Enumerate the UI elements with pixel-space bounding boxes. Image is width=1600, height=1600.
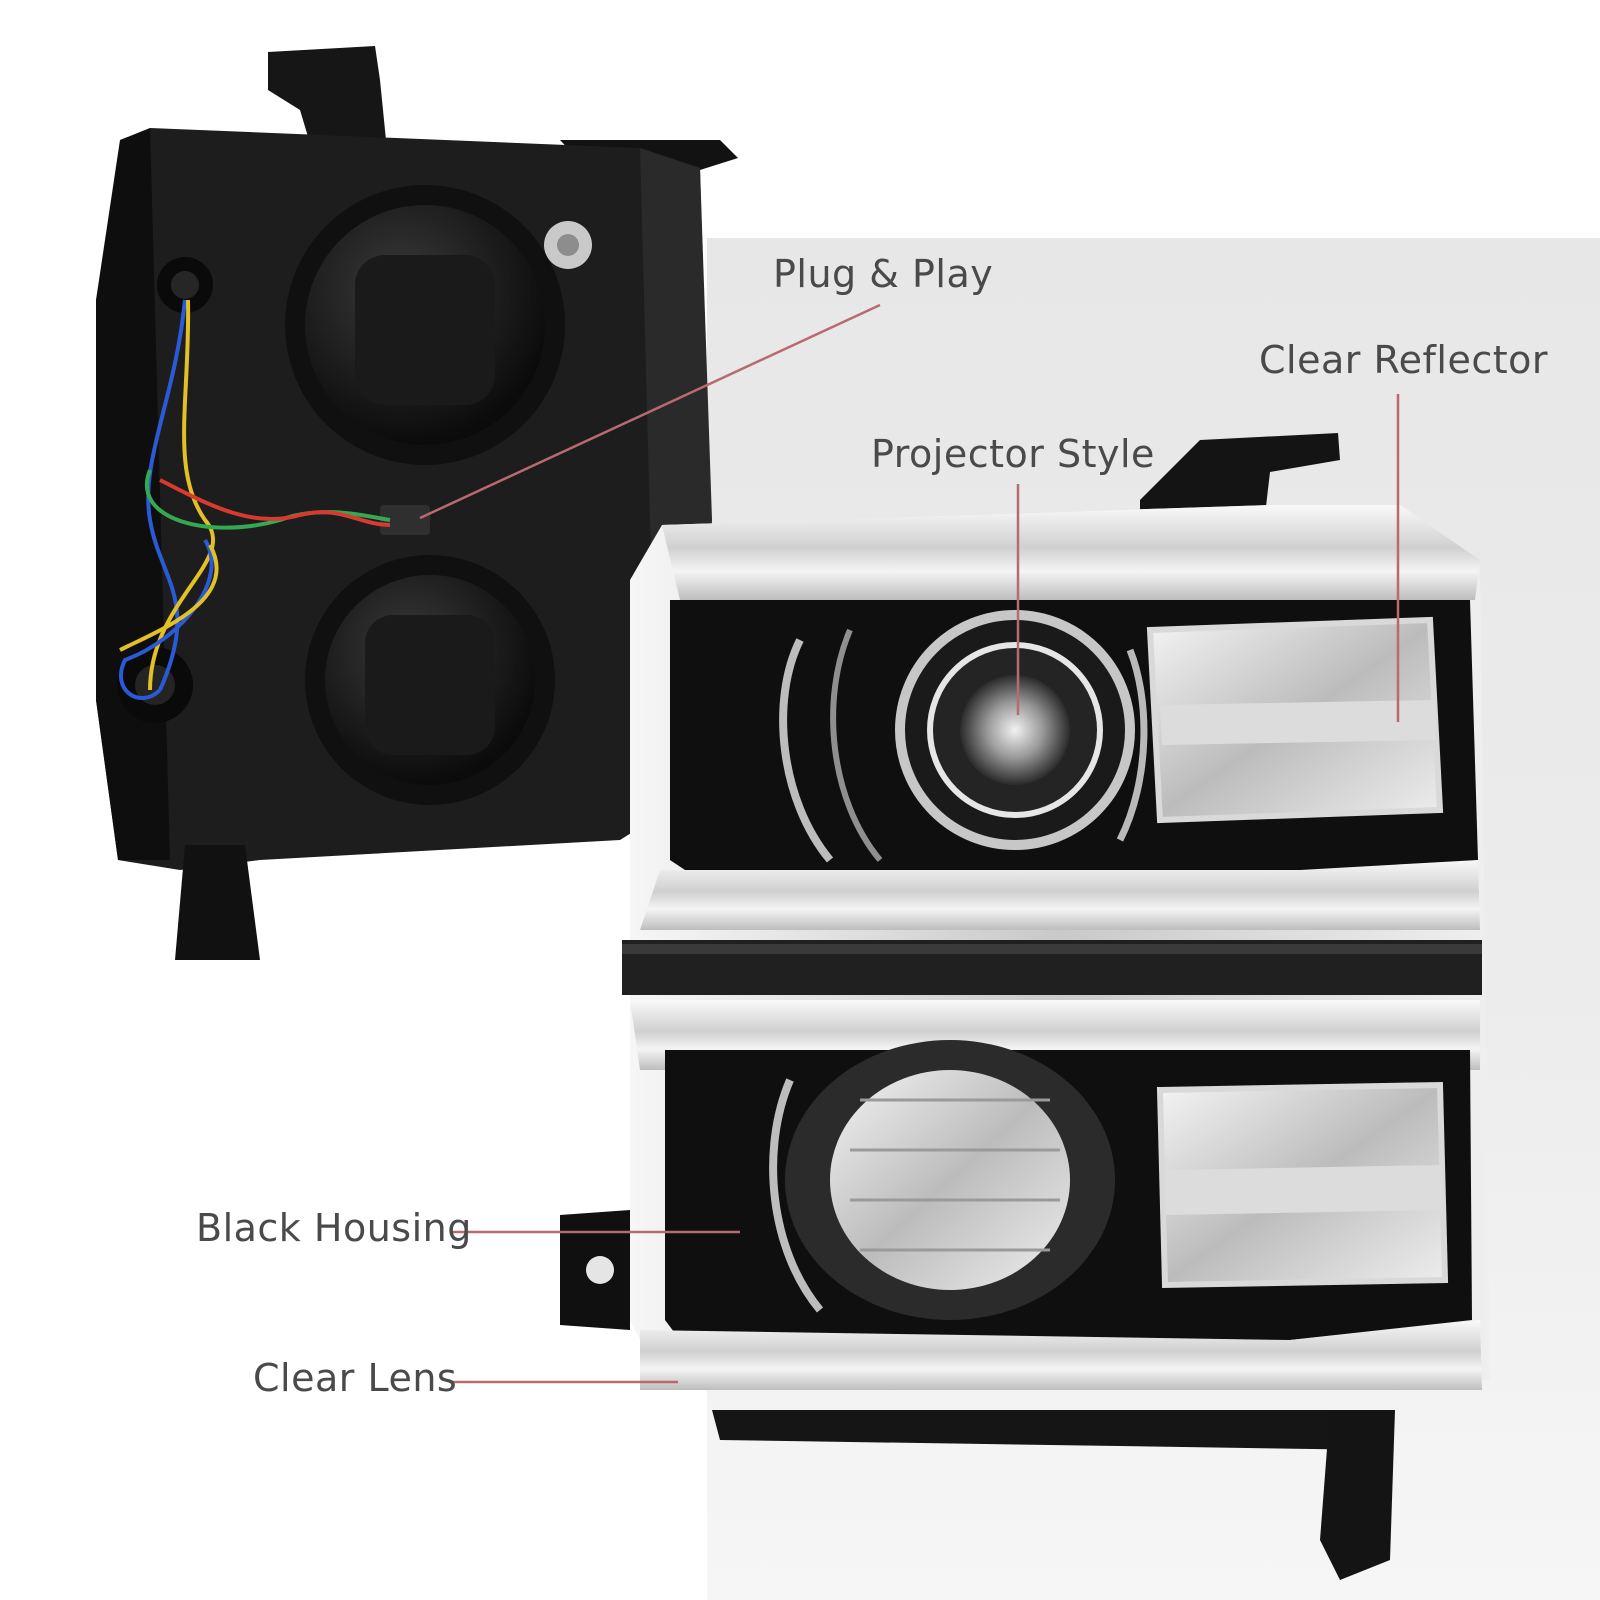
callout-clear-reflector: Clear Reflector: [1259, 338, 1549, 382]
callout-plug-play: Plug & Play: [773, 252, 994, 296]
callout-projector-style: Projector Style: [871, 432, 1155, 476]
leader-plug-play: [419, 303, 881, 520]
callout-black-housing: Black Housing: [196, 1206, 472, 1250]
callout-clear-lens: Clear Lens: [253, 1356, 458, 1400]
headlight-front-view: [560, 433, 1490, 1580]
callout-leader-lines: [419, 303, 1400, 1384]
headlight-rear-view: [96, 46, 738, 960]
